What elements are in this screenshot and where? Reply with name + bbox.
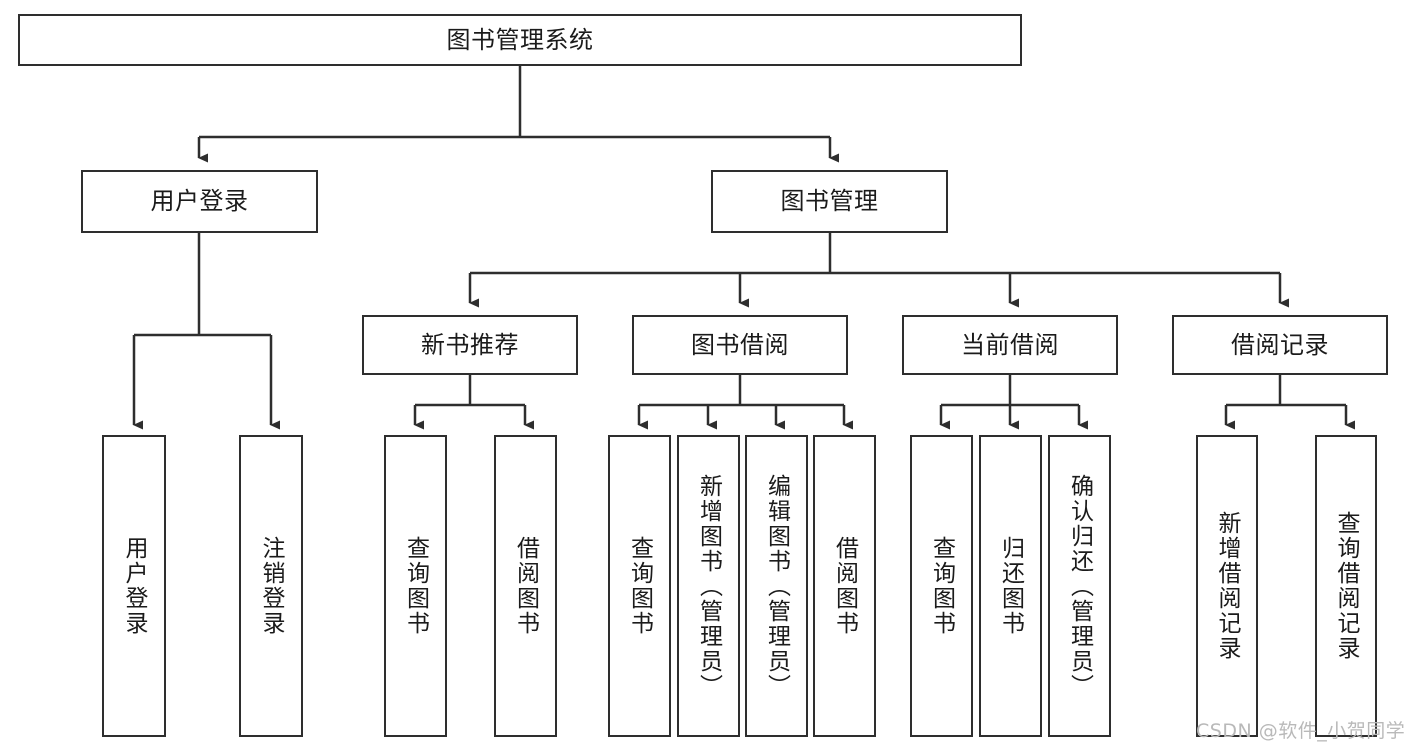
leaf-book-borrow-add-label: 新增图书（管理员） bbox=[695, 473, 722, 699]
leaf-user-login-signin[interactable]: 用户登录 bbox=[102, 435, 166, 737]
leaf-book-borrow-query[interactable]: 查询图书 bbox=[608, 435, 671, 737]
leaf-borrow-record-add-label: 新增借阅记录 bbox=[1214, 511, 1241, 661]
leaf-new-book-borrow-label: 借阅图书 bbox=[512, 536, 539, 636]
node-root-label: 图书管理系统 bbox=[446, 25, 594, 54]
node-user-login-label: 用户登录 bbox=[150, 187, 249, 216]
node-borrow-record-label: 借阅记录 bbox=[1231, 330, 1329, 359]
leaf-book-borrow-lend-label: 借阅图书 bbox=[831, 536, 858, 636]
leaf-new-book-query-label: 查询图书 bbox=[402, 536, 429, 636]
edge-book-management-to-level3 bbox=[468, 233, 1289, 308]
node-new-book-recommend[interactable]: 新书推荐 bbox=[362, 315, 578, 375]
node-current-borrow[interactable]: 当前借阅 bbox=[902, 315, 1118, 375]
node-root-book-management-system[interactable]: 图书管理系统 bbox=[18, 14, 1022, 66]
edge-book-borrow-to-leaves bbox=[637, 375, 853, 430]
node-book-management-label: 图书管理 bbox=[780, 187, 879, 216]
node-book-borrow[interactable]: 图书借阅 bbox=[632, 315, 848, 375]
node-borrow-record[interactable]: 借阅记录 bbox=[1172, 315, 1388, 375]
leaf-user-login-signout-label: 注销登录 bbox=[258, 536, 285, 636]
leaf-book-borrow-edit[interactable]: 编辑图书（管理员） bbox=[745, 435, 808, 737]
leaf-borrow-record-add[interactable]: 新增借阅记录 bbox=[1196, 435, 1258, 737]
node-book-management[interactable]: 图书管理 bbox=[711, 170, 948, 233]
edge-root-to-level2 bbox=[197, 66, 839, 163]
leaf-current-borrow-confirm-label: 确认归还（管理员） bbox=[1066, 473, 1093, 699]
leaf-book-borrow-add[interactable]: 新增图书（管理员） bbox=[677, 435, 740, 737]
leaf-new-book-query[interactable]: 查询图书 bbox=[384, 435, 447, 737]
edge-borrow-record-to-leaves bbox=[1224, 375, 1355, 430]
leaf-borrow-record-query[interactable]: 查询借阅记录 bbox=[1315, 435, 1377, 737]
leaf-user-login-signout[interactable]: 注销登录 bbox=[239, 435, 303, 737]
leaf-current-borrow-return[interactable]: 归还图书 bbox=[979, 435, 1042, 737]
leaf-new-book-borrow[interactable]: 借阅图书 bbox=[494, 435, 557, 737]
edge-user-login-to-leaves bbox=[132, 233, 280, 430]
leaf-current-borrow-query-label: 查询图书 bbox=[928, 536, 955, 636]
node-book-borrow-label: 图书借阅 bbox=[691, 330, 789, 359]
leaf-borrow-record-query-label: 查询借阅记录 bbox=[1333, 511, 1360, 661]
edge-current-borrow-to-leaves bbox=[939, 375, 1088, 430]
leaf-current-borrow-confirm[interactable]: 确认归还（管理员） bbox=[1048, 435, 1111, 737]
leaf-current-borrow-query[interactable]: 查询图书 bbox=[910, 435, 973, 737]
leaf-book-borrow-query-label: 查询图书 bbox=[626, 536, 653, 636]
leaf-current-borrow-return-label: 归还图书 bbox=[997, 536, 1024, 636]
node-user-login[interactable]: 用户登录 bbox=[81, 170, 318, 233]
leaf-book-borrow-edit-label: 编辑图书（管理员） bbox=[763, 473, 790, 699]
edge-new-book-to-leaves bbox=[413, 375, 534, 430]
leaf-user-login-signin-label: 用户登录 bbox=[121, 536, 148, 636]
node-new-book-recommend-label: 新书推荐 bbox=[421, 330, 519, 359]
leaf-book-borrow-lend[interactable]: 借阅图书 bbox=[813, 435, 876, 737]
node-current-borrow-label: 当前借阅 bbox=[961, 330, 1059, 359]
